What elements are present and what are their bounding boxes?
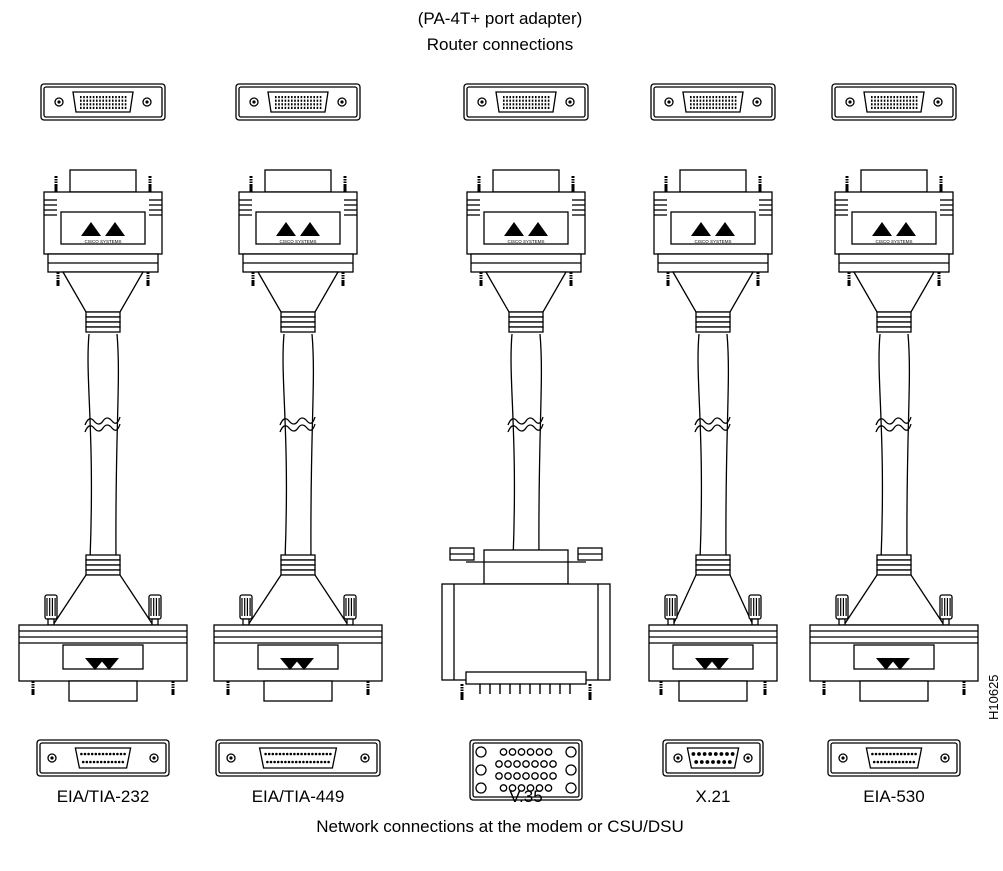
cable-break — [84, 423, 121, 433]
cable-label: EIA-530 — [863, 787, 924, 806]
cable-label: V.35 — [509, 787, 542, 806]
cable-assembly: CISCO SYSTEMS V.35 — [441, 83, 611, 806]
logo-triangle-icon — [85, 658, 105, 670]
cable-break — [694, 416, 731, 426]
logo-triangle-icon — [528, 222, 548, 236]
network-end-connector — [809, 554, 979, 702]
logo-triangle-icon — [81, 222, 101, 236]
cable-break — [875, 423, 912, 433]
cable-break — [84, 416, 121, 426]
router-port-connector — [235, 83, 361, 121]
cable-break — [875, 416, 912, 426]
cable-break — [507, 416, 544, 426]
logo-text: CISCO SYSTEMS — [507, 239, 544, 244]
logo-triangle-icon — [276, 222, 296, 236]
network-end-connector — [441, 547, 611, 700]
logo-triangle-icon — [691, 222, 711, 236]
cable-break — [279, 423, 316, 433]
router-end-connector: CISCO SYSTEMS — [238, 169, 358, 286]
router-port-connector — [40, 83, 166, 121]
network-end-connector — [18, 554, 188, 702]
router-end-connector: CISCO SYSTEMS — [43, 169, 163, 286]
logo-triangle-icon — [99, 658, 119, 670]
thumbscrew-icon — [748, 594, 762, 626]
network-port-connector — [469, 739, 583, 801]
diagram-header: (PA-4T+ port adapter) Router connections — [418, 9, 583, 54]
header-line-1: (PA-4T+ port adapter) — [418, 9, 583, 28]
cable-assembly: CISCO SYSTEMS EIA/TIA-232 — [18, 83, 188, 806]
router-end-connector: CISCO SYSTEMS — [653, 169, 773, 286]
router-port-connector — [831, 83, 957, 121]
cable-assembly: CISCO SYSTEMS EIA/TIA-449 — [213, 83, 383, 806]
logo-triangle-icon — [709, 658, 729, 670]
network-port-connector — [662, 739, 764, 777]
thumbscrew-icon — [239, 594, 253, 626]
cable-break — [694, 423, 731, 433]
cable-label: EIA/TIA-232 — [57, 787, 150, 806]
logo-text: CISCO SYSTEMS — [279, 239, 316, 244]
logo-triangle-icon — [715, 222, 735, 236]
cable-break — [279, 416, 316, 426]
logo-triangle-icon — [876, 658, 896, 670]
network-end-connector — [213, 554, 383, 702]
logo-text: CISCO SYSTEMS — [84, 239, 121, 244]
logo-text: CISCO SYSTEMS — [694, 239, 731, 244]
logo-triangle-icon — [280, 658, 300, 670]
thumbscrew-icon — [343, 594, 357, 626]
logo-triangle-icon — [294, 658, 314, 670]
logo-triangle-icon — [896, 222, 916, 236]
logo-triangle-icon — [105, 222, 125, 236]
logo-triangle-icon — [695, 658, 715, 670]
cable-body — [484, 271, 568, 561]
figure-id: H10625 — [986, 674, 1001, 720]
network-port-connector — [215, 739, 381, 777]
cable-body — [61, 271, 145, 563]
thumbscrew-icon — [939, 594, 953, 626]
router-end-connector: CISCO SYSTEMS — [466, 169, 586, 286]
router-port-connector — [463, 83, 589, 121]
cable-label: X.21 — [696, 787, 731, 806]
cable-body — [852, 271, 936, 563]
logo-triangle-icon — [504, 222, 524, 236]
footer-caption: Network connections at the modem or CSU/… — [316, 817, 684, 836]
logo-triangle-icon — [890, 658, 910, 670]
thumbscrew-icon — [148, 594, 162, 626]
network-port-connector — [36, 739, 170, 777]
thumbscrew-icon — [44, 594, 58, 626]
cable-assembly: CISCO SYSTEMS X.21 — [648, 83, 778, 806]
cable-break — [507, 423, 544, 433]
header-line-2: Router connections — [427, 35, 573, 54]
network-port-connector — [827, 739, 961, 777]
network-end-connector — [648, 554, 778, 702]
router-end-connector: CISCO SYSTEMS — [834, 169, 954, 286]
cable-assembly: CISCO SYSTEMS EIA-530 — [809, 83, 979, 806]
cable-row: CISCO SYSTEMS EIA/TIA-232 CISCO SYSTEMS EIA… — [18, 83, 979, 806]
router-port-connector — [650, 83, 776, 121]
logo-triangle-icon — [300, 222, 320, 236]
cable-body — [671, 271, 755, 563]
logo-text: CISCO SYSTEMS — [875, 239, 912, 244]
logo-triangle-icon — [872, 222, 892, 236]
thumbscrew-icon — [664, 594, 678, 626]
cable-body — [256, 271, 340, 563]
cable-label: EIA/TIA-449 — [252, 787, 345, 806]
